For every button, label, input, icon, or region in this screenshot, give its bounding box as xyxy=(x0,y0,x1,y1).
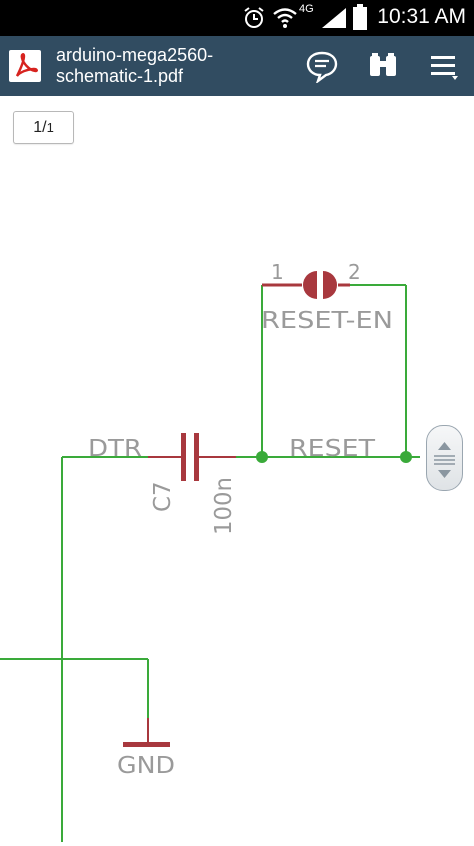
reset-en-label: RESET-EN xyxy=(261,308,393,334)
scroll-grip-icon xyxy=(434,442,455,478)
junction-dot xyxy=(256,451,268,463)
app-bar: arduino-mega2560-schematic-1.pdf xyxy=(0,36,474,96)
menu-button[interactable] xyxy=(424,46,464,86)
total-pages: 1 xyxy=(46,120,54,135)
network-type-label: 4G xyxy=(299,3,314,15)
reset-en-jumper xyxy=(262,271,350,299)
pdf-app-icon xyxy=(9,50,41,82)
menu-icon xyxy=(431,56,458,80)
comment-icon xyxy=(306,51,338,83)
signal-icon xyxy=(322,8,346,28)
c7-value-label: 100n xyxy=(211,477,237,535)
c7-label: C7 xyxy=(150,481,176,512)
clock-time: 10:31 AM xyxy=(377,5,466,28)
find-icon xyxy=(370,53,396,76)
pin1-label: 1 xyxy=(271,260,284,284)
junction-dot xyxy=(400,451,412,463)
pin2-label: 2 xyxy=(348,260,361,284)
gnd-label: GND xyxy=(117,753,175,779)
find-button[interactable] xyxy=(363,46,403,86)
current-page: 1 xyxy=(33,118,43,136)
document-title: arduino-mega2560-schematic-1.pdf xyxy=(56,45,214,86)
comment-button[interactable] xyxy=(302,46,342,86)
dtr-label: DTR xyxy=(88,436,142,462)
alarm-icon xyxy=(244,7,264,28)
wifi-icon xyxy=(273,8,297,28)
status-bar: 4G 10:31 AM xyxy=(0,0,474,36)
capacitor-c7 xyxy=(148,433,236,481)
pdf-page-view[interactable]: 1 2 RESET-EN DTR RESET C7 100n GND xyxy=(0,96,474,842)
schematic-drawing: 1 2 RESET-EN DTR RESET C7 100n GND xyxy=(0,260,420,842)
acrobat-icon xyxy=(15,53,38,77)
page-indicator[interactable]: 1 / 1 xyxy=(13,111,74,144)
scroll-handle[interactable] xyxy=(426,425,463,491)
battery-icon xyxy=(353,4,367,30)
page-separator: / xyxy=(42,118,47,136)
reset-label: RESET xyxy=(289,436,376,462)
gnd-symbol xyxy=(123,718,170,747)
